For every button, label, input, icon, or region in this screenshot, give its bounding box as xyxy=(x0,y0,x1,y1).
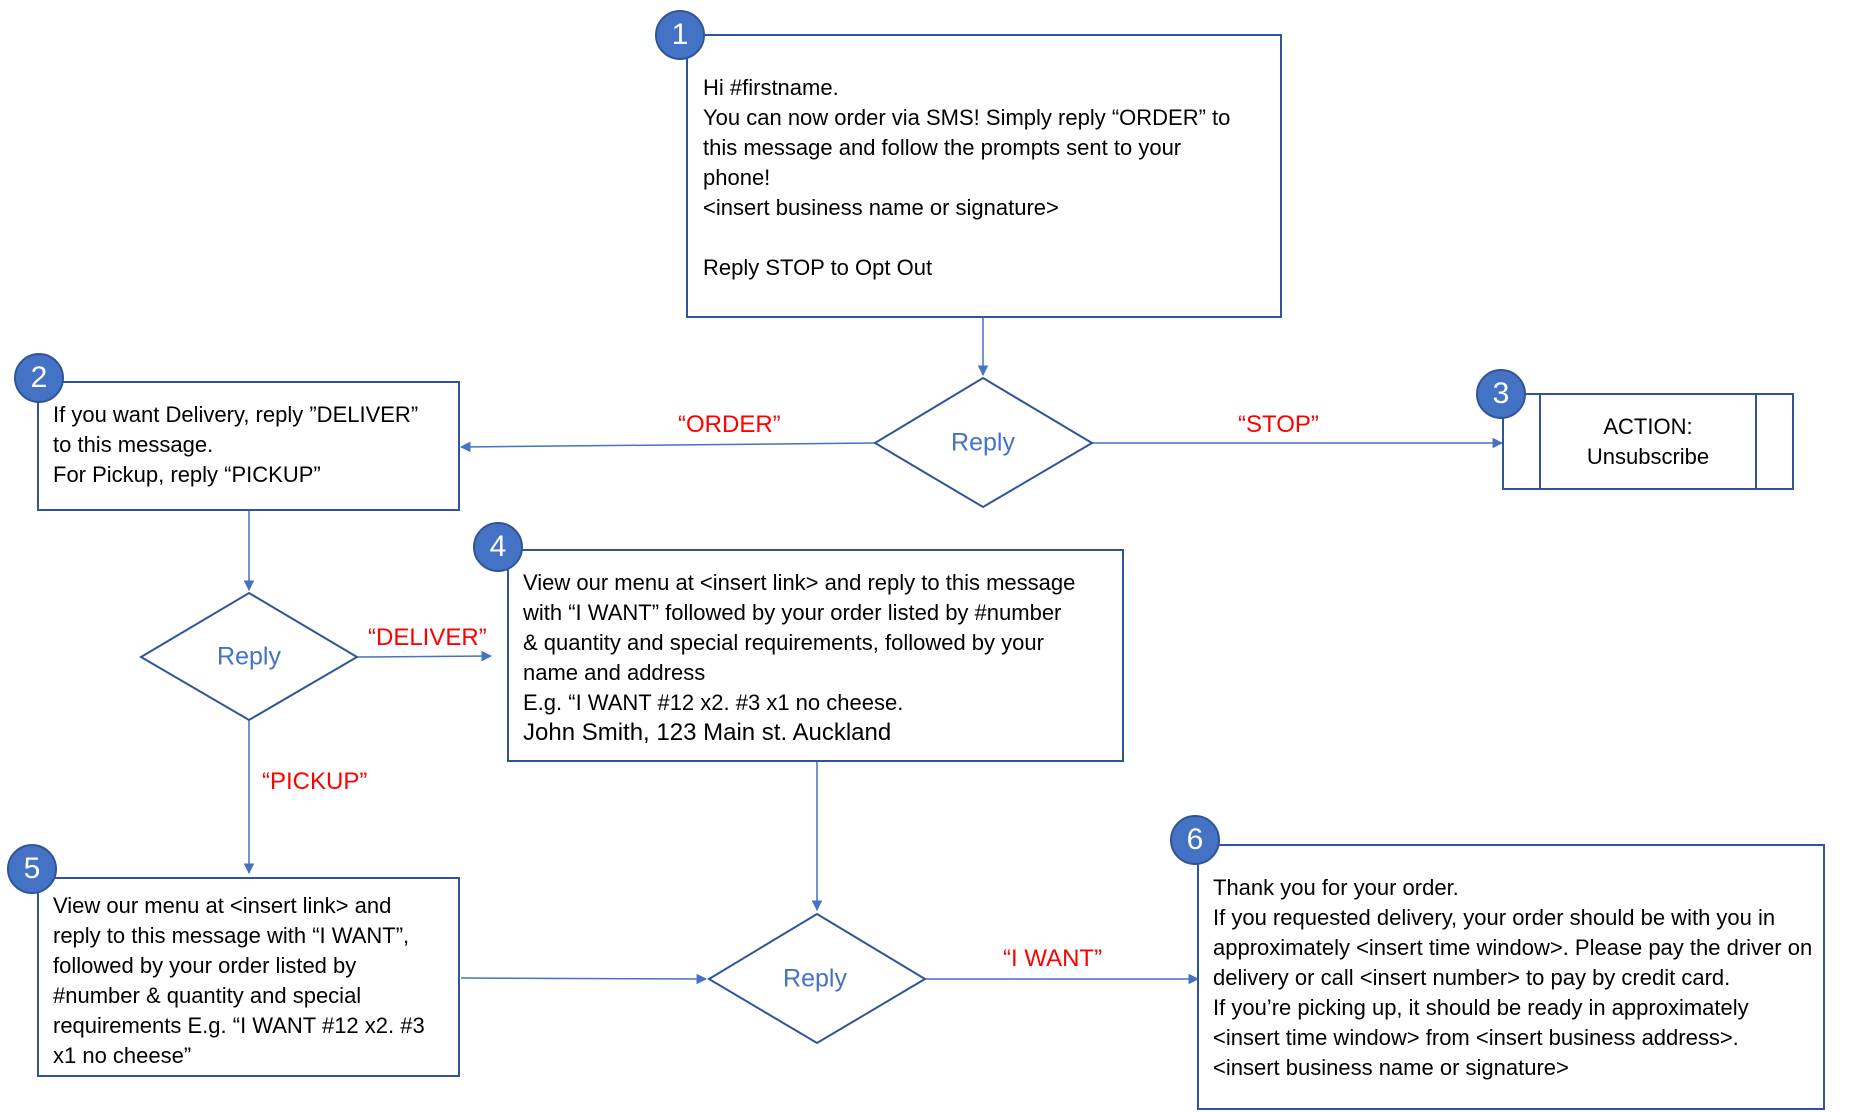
decision-diamond-reply-3 xyxy=(707,912,927,1045)
step-4-line: with “I WANT” followed by your order lis… xyxy=(523,600,1062,625)
step-1-line: phone! xyxy=(703,165,771,190)
decision-label-reply-2: Reply xyxy=(217,642,281,671)
step-5-line: x1 no cheese” xyxy=(53,1043,192,1068)
step-3-number-badge: 3 xyxy=(1476,369,1526,419)
connector-reply1-to-step2 xyxy=(459,441,876,453)
step-5-line: requirements E.g. “I WANT #12 x2. #3 xyxy=(53,1013,425,1038)
connector-step5-to-reply3 xyxy=(460,973,708,985)
step-4-line: E.g. “I WANT #12 x2. #3 x1 no cheese. xyxy=(523,690,904,715)
step-6-line: Thank you for your order. xyxy=(1213,875,1459,900)
step-6-line: <insert business name or signature> xyxy=(1213,1055,1569,1080)
decision-label-reply-3: Reply xyxy=(783,964,847,993)
step-3-line: ACTION: xyxy=(1603,414,1693,439)
action-box-left-bar xyxy=(1539,395,1541,488)
step-4-line: View our menu at <insert link> and reply… xyxy=(523,570,1076,595)
step-1-number-badge: 1 xyxy=(655,10,705,60)
step-4-message-box: View our menu at <insert link> and reply… xyxy=(507,549,1124,762)
decision-diamond-reply-2 xyxy=(139,591,359,722)
step-3-text: ACTION: Unsubscribe xyxy=(1504,412,1792,472)
step-5-line: View our menu at <insert link> and xyxy=(53,893,392,918)
step-4-line: John Smith, 123 Main st. Auckland xyxy=(523,719,892,746)
edge-label-stop: “STOP” xyxy=(1238,411,1319,438)
step-2-message-box: If you want Delivery, reply ”DELIVER” to… xyxy=(37,381,460,511)
decision-label-reply-1: Reply xyxy=(951,428,1015,457)
step-4-line: & quantity and special requirements, fol… xyxy=(523,630,1044,655)
step-5-line: followed by your order listed by xyxy=(53,953,357,978)
step-1-message-box: Hi #firstname. You can now order via SMS… xyxy=(686,34,1282,318)
edge-label-i-want: “I WANT” xyxy=(1003,945,1103,972)
step-1-line: Hi #firstname. xyxy=(703,75,839,100)
step-1-line: You can now order via SMS! Simply reply … xyxy=(703,105,1231,130)
step-4-number-badge: 4 xyxy=(473,522,523,572)
step-1-line: this message and follow the prompts sent… xyxy=(703,135,1182,160)
edge-label-pickup: “PICKUP” xyxy=(262,768,368,795)
step-1-line xyxy=(703,223,1266,253)
step-2-line: to this message. xyxy=(53,432,214,457)
step-5-message-box: View our menu at <insert link> and reply… xyxy=(37,877,460,1077)
step-6-line: delivery or call <insert number> to pay … xyxy=(1213,965,1731,990)
decision-diamond-reply-1 xyxy=(873,376,1094,509)
step-5-line: #number & quantity and special xyxy=(53,983,362,1008)
connector-reply2-to-step4 xyxy=(356,650,493,662)
edge-label-order: “ORDER” xyxy=(678,411,781,438)
step-2-line: For Pickup, reply “PICKUP” xyxy=(53,462,321,487)
step-6-line: If you’re picking up, it should be ready… xyxy=(1213,995,1749,1020)
step-3-line: Unsubscribe xyxy=(1586,444,1710,469)
step-1-line: Reply STOP to Opt Out xyxy=(703,255,933,280)
step-6-line: If you requested delivery, your order sh… xyxy=(1213,905,1776,930)
step-5-number-badge: 5 xyxy=(7,844,57,894)
step-6-line: <insert time window> from <insert busine… xyxy=(1213,1025,1739,1050)
action-box-right-bar xyxy=(1755,395,1757,488)
edge-label-deliver: “DELIVER” xyxy=(368,624,487,651)
step-4-line: name and address xyxy=(523,660,706,685)
step-6-message-box: Thank you for your order. If you request… xyxy=(1197,844,1825,1110)
step-2-line: If you want Delivery, reply ”DELIVER” xyxy=(53,402,419,427)
step-6-line: approximately <insert time window>. Plea… xyxy=(1213,935,1813,960)
step-3-action-box: ACTION: Unsubscribe xyxy=(1502,393,1794,490)
step-5-line: reply to this message with “I WANT”, xyxy=(53,923,410,948)
step-2-number-badge: 2 xyxy=(14,353,64,403)
step-6-number-badge: 6 xyxy=(1170,815,1220,865)
step-1-line: <insert business name or signature> xyxy=(703,195,1059,220)
